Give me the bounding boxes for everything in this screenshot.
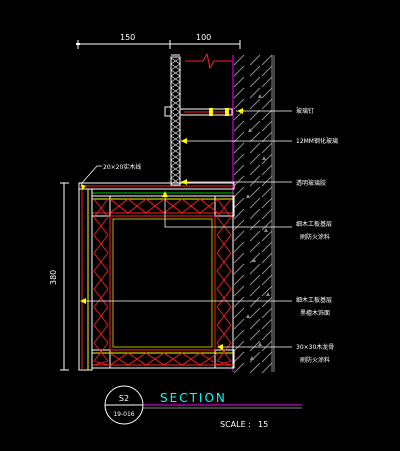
section-title: SECTION [160, 391, 227, 405]
label-veneer: 黑檀木饰面 [300, 309, 330, 317]
label-glue: 透明玻璃胶 [296, 179, 326, 187]
label-keel: 30×30木龙骨 [296, 343, 334, 351]
sheet-ref: 19-016 [113, 411, 134, 418]
dimension-lines [60, 40, 241, 371]
label-keel-fire: 刷防火涂料 [300, 356, 330, 364]
dimension-height: 380 [49, 270, 58, 285]
section-id: S2 [119, 394, 129, 403]
label-glass-clip: 玻璃钉 [296, 107, 314, 115]
scale-value: 15 [258, 420, 268, 429]
leader-arrows [80, 108, 243, 350]
glass-partition [164, 54, 181, 186]
label-glass: 12MM钢化玻璃 [296, 137, 338, 145]
leader-lines [80, 110, 292, 348]
scale-label: SCALE : [220, 420, 251, 429]
label-wood-base: 细木工板基层 [296, 220, 332, 228]
cabinet-box [78, 182, 235, 371]
label-wood-line: 20×20实木线 [103, 163, 141, 171]
title-block [104, 385, 302, 425]
label-wood-base-fire: 刷防火涂料 [300, 233, 330, 241]
label-wood-base-2: 细木工板基层 [296, 296, 332, 304]
glass-clip [179, 108, 233, 116]
concrete-wall [232, 54, 275, 374]
dimension-top-right: 100 [196, 33, 211, 42]
dimension-top-left: 150 [120, 33, 135, 42]
